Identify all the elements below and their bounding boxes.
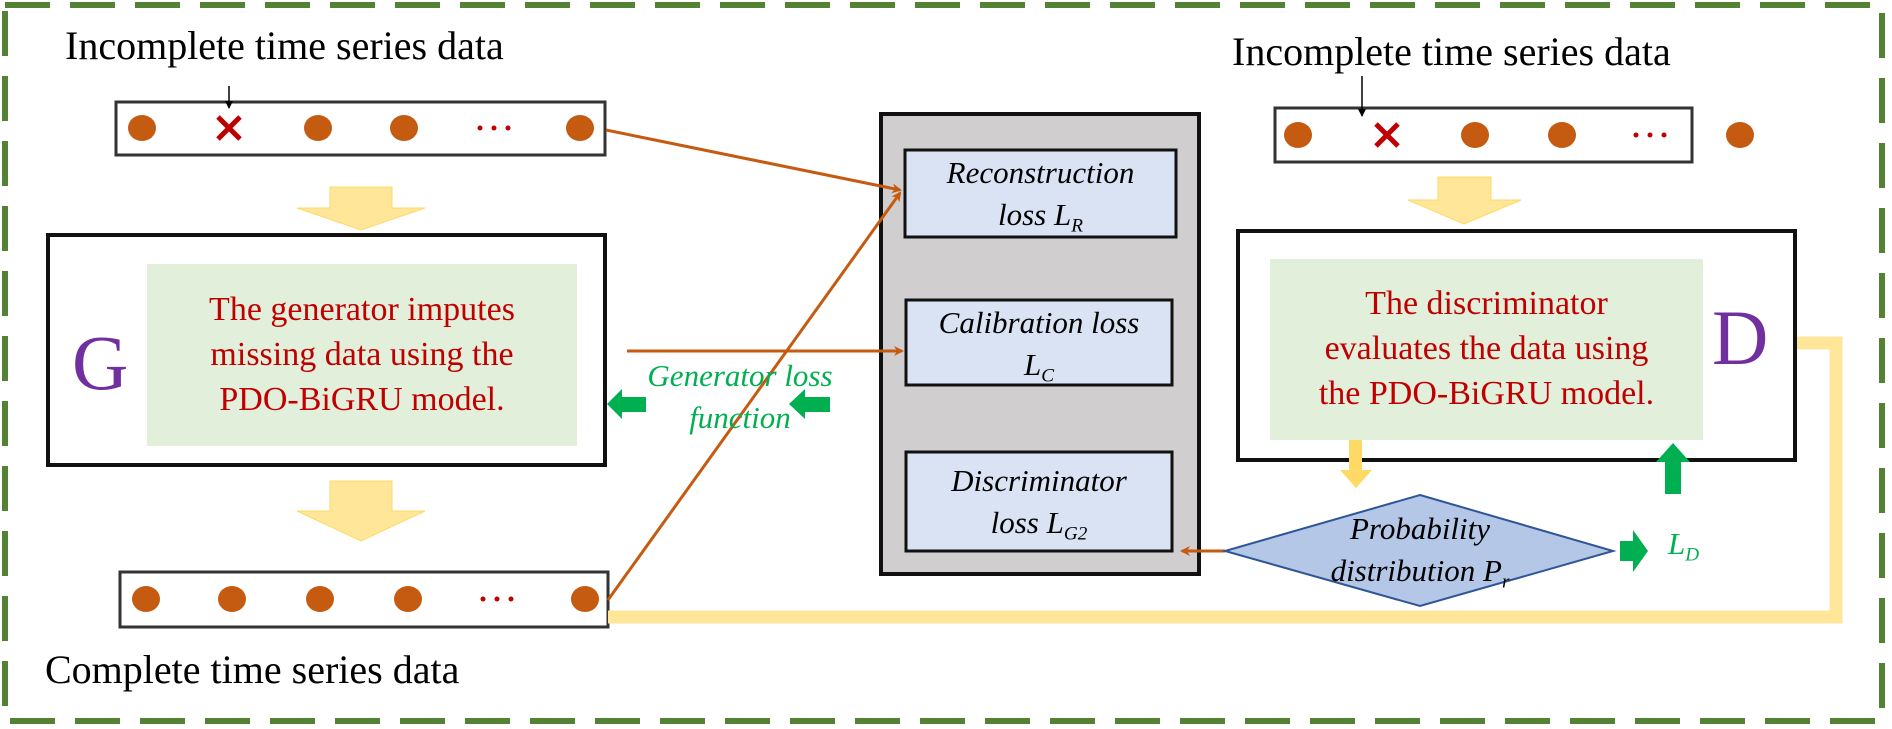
series-dot: [1726, 122, 1754, 148]
series-dot: [1284, 122, 1312, 148]
discriminator-loss-label: Discriminator loss LG2: [906, 460, 1172, 556]
left-output-title: Complete time series data: [45, 647, 460, 692]
series-dot: [1461, 122, 1489, 148]
loss-symbol: L: [1023, 347, 1042, 382]
generator-text-line: PDO-BiGRU model.: [219, 381, 505, 418]
generator-loss-line2: function: [689, 400, 791, 435]
left-output-series-box: [118, 570, 610, 629]
diamond-subscript: r: [1501, 571, 1510, 593]
left-input-title: Incomplete time series data: [65, 23, 504, 68]
loss-word: loss: [998, 197, 1054, 232]
series-dot: [390, 115, 418, 141]
calibration-loss-line1: Calibration loss: [938, 305, 1140, 340]
ld-label: LD: [1668, 526, 1699, 567]
series-dot: [306, 586, 334, 612]
series-dot: [394, 586, 422, 612]
discriminator-letter: D: [1712, 294, 1769, 381]
series-dot: [128, 115, 156, 141]
series-dot: [218, 586, 246, 612]
green-left-arrow-1: [607, 389, 646, 419]
diamond-line1: Probability: [1349, 511, 1491, 546]
missing-value-cross-icon: [1374, 122, 1400, 148]
discriminator-loss-line1: Discriminator: [951, 463, 1127, 498]
yellow-down-arrow-2: [296, 480, 426, 542]
discriminator-loss-line2: loss LG2: [906, 502, 1172, 556]
loss-word: loss: [990, 505, 1047, 540]
yellow-small-down-arrow: [1340, 440, 1372, 488]
green-up-arrow: [1656, 443, 1690, 494]
calibration-loss-box: [904, 298, 1174, 387]
discriminator-panel: [1270, 259, 1703, 440]
series-dot: [304, 115, 332, 141]
generator-panel: [147, 264, 577, 446]
diamond-symbol: P: [1483, 553, 1502, 588]
generator-letter: G: [72, 319, 129, 406]
probability-distribution-label: Probability distribution Pr: [1260, 508, 1580, 604]
discriminator-text-line: the PDO-BiGRU model.: [1318, 375, 1655, 412]
reconstruction-loss-label: Reconstruction loss LR: [905, 152, 1176, 248]
calibration-loss-label: Calibration loss LC: [906, 302, 1172, 398]
series-dot: [1548, 122, 1576, 148]
green-left-arrow-2: [789, 389, 830, 419]
left-input-series-box: [114, 100, 607, 157]
calibration-loss-line2: LC: [906, 344, 1172, 398]
loss-symbol: L: [1046, 505, 1064, 540]
discriminator-text-line: evaluates the data using: [1324, 330, 1649, 367]
discriminator-text-line: The discriminator: [1365, 285, 1608, 322]
ld-symbol: L: [1668, 526, 1686, 561]
ellipsis-icon: [480, 596, 514, 602]
yellow-down-arrow-right: [1407, 176, 1522, 225]
generator-description: The generator imputes missing data using…: [147, 287, 577, 422]
generator-text-line: missing data using the: [210, 336, 514, 373]
yellow-down-arrow-1: [296, 186, 426, 231]
orange-line-output-to-reconstruction: [606, 191, 902, 601]
reconstruction-loss-box: [903, 148, 1178, 239]
left-output-series: [132, 586, 599, 612]
probability-distribution-diamond: [1221, 493, 1617, 608]
loss-symbol: L: [1054, 197, 1072, 232]
green-right-arrow-ld: [1620, 530, 1648, 572]
ellipsis-icon: [477, 125, 511, 131]
diamond-word: distribution: [1330, 553, 1484, 588]
loss-subscript: C: [1041, 365, 1055, 387]
loss-subscript: G2: [1063, 523, 1088, 545]
series-dot: [132, 586, 160, 612]
ld-subscript: D: [1685, 544, 1700, 566]
yellow-feedback-path: [608, 336, 1843, 624]
generator-loss-function-label: Generator loss function: [630, 355, 850, 439]
discriminator-description: The discriminator evaluates the data usi…: [1270, 281, 1703, 416]
reconstruction-loss-line1: Reconstruction: [946, 155, 1135, 190]
diamond-line2: distribution Pr: [1260, 550, 1580, 604]
generator-text-line: The generator imputes: [209, 291, 515, 328]
series-dot: [571, 586, 599, 612]
generator-loss-line1: Generator loss: [647, 358, 833, 393]
reconstruction-loss-line2: loss LR: [905, 194, 1176, 248]
orange-line-input-to-reconstruction: [605, 128, 902, 194]
discriminator-loss-box: [904, 450, 1174, 553]
left-input-series: [128, 115, 594, 141]
right-input-series: [1284, 122, 1754, 148]
loss-subscript: R: [1071, 215, 1083, 237]
right-input-title: Incomplete time series data: [1232, 29, 1671, 74]
ellipsis-icon: [1633, 132, 1667, 138]
series-dot: [566, 115, 594, 141]
missing-value-cross-icon: [216, 115, 242, 141]
